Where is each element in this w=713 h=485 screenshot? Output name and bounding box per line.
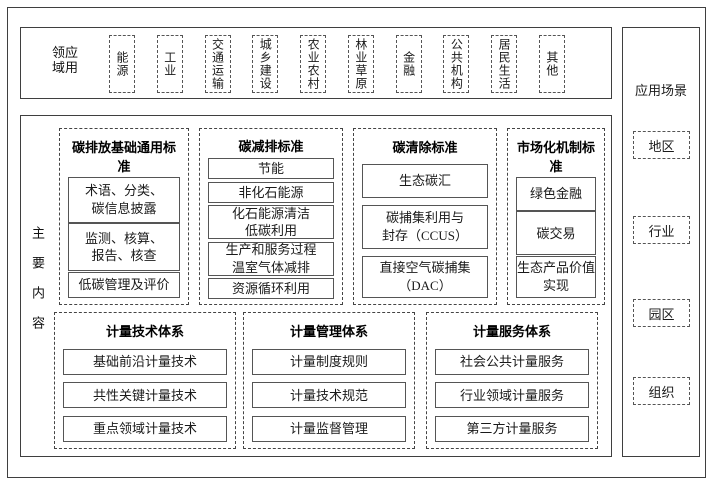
standard-item: 化石能源清洁 低碳利用	[208, 205, 334, 240]
sector-label: 公共机构	[449, 38, 464, 90]
group-title: 计量管理体系	[289, 324, 368, 339]
sector-box-energy: 能源	[109, 35, 135, 93]
standard-item: 生态产品价值 实现	[516, 255, 596, 298]
group-carbon-emission-basic-standards: 碳排放基础通用标准 术语、分类、 碳信息披露 监测、核算、 报告、核查 低碳管理…	[59, 128, 189, 305]
group-metrology-management-system: 计量管理体系 计量制度规则 计量技术规范 计量监督管理	[243, 312, 415, 449]
standard-item: 生态碳汇	[362, 164, 488, 198]
sector-box-public-institutions: 公共机构	[443, 35, 470, 93]
standard-item: 监测、核算、 报告、核查	[68, 223, 180, 272]
group-metrology-service-system: 计量服务体系 社会公共计量服务 行业领域计量服务 第三方计量服务	[426, 312, 598, 449]
group-metrology-technology-system: 计量技术体系 基础前沿计量技术 共性关键计量技术 重点领域计量技术	[54, 312, 236, 449]
scene-box-park: 园区	[633, 299, 690, 327]
group-market-mechanism-standards: 市场化机制标准 绿色金融 碳交易 生态产品价值 实现	[507, 128, 605, 305]
group-title: 碳排放基础通用标准	[71, 140, 176, 174]
application-areas-label: 应用领域	[50, 45, 78, 76]
standard-item: 直接空气碳捕集 （DAC）	[362, 256, 488, 298]
standard-item: 低碳管理及评价	[68, 271, 180, 298]
group-carbon-reduction-standards: 碳减排标准 节能 非化石能源 化石能源清洁 低碳利用 生产和服务过程 温室气体减…	[199, 128, 343, 305]
sector-row: 能源 工业 交通运输 城乡建设 农业农村 林业草原 金融 公共机构 居民生活 其…	[109, 35, 565, 93]
sector-label: 能源	[115, 51, 129, 77]
group-title: 市场化机制标准	[516, 140, 595, 174]
standard-item: 术语、分类、 碳信息披露	[68, 176, 180, 223]
sector-box-industry: 工业	[156, 35, 183, 93]
sector-label: 工业	[162, 51, 177, 77]
sector-box-urban-rural: 城乡建设	[252, 35, 279, 93]
scene-box-organization: 组织	[633, 377, 690, 405]
scene-box-industry: 行业	[633, 216, 690, 244]
system-item: 共性关键计量技术	[63, 382, 227, 409]
system-item: 计量制度规则	[252, 348, 406, 375]
system-item: 社会公共计量服务	[435, 348, 589, 375]
main-content-panel: 主要内容 碳排放基础通用标准 术语、分类、 碳信息披露 监测、核算、 报告、核查…	[20, 115, 612, 457]
group-carbon-removal-standards: 碳清除标准 生态碳汇 碳捕集利用与 封存（CCUS） 直接空气碳捕集 （DAC）	[353, 128, 497, 305]
sector-box-transport: 交通运输	[204, 35, 231, 93]
system-item: 第三方计量服务	[435, 415, 589, 442]
group-title: 碳清除标准	[392, 140, 458, 155]
scene-box-region: 地区	[633, 131, 690, 159]
standard-item: 资源循环利用	[208, 277, 334, 299]
standard-item: 非化石能源	[208, 181, 334, 203]
application-areas-panel: 应用领域 能源 工业 交通运输 城乡建设 农业农村 林业草原 金融 公共机构 居…	[20, 27, 612, 99]
sector-label: 居民生活	[497, 38, 512, 90]
sector-label: 金融	[401, 51, 416, 77]
sector-box-finance: 金融	[395, 35, 422, 93]
group-title: 计量服务体系	[472, 324, 551, 339]
system-item: 计量监督管理	[252, 415, 406, 442]
application-scenarios-panel: 应用场景 地区 行业 园区 组织	[622, 27, 700, 457]
standard-item: 碳捕集利用与 封存（CCUS）	[362, 205, 488, 249]
application-scenarios-label: 应用场景	[634, 83, 687, 98]
group-title: 计量技术体系	[105, 324, 184, 339]
sector-box-other: 其他	[538, 35, 565, 93]
sector-label: 农业农村	[306, 38, 321, 90]
system-item: 计量技术规范	[252, 382, 406, 409]
standard-item: 生产和服务过程 温室气体减排	[208, 241, 334, 276]
standard-item: 节能	[208, 158, 334, 180]
sector-box-residents: 居民生活	[491, 35, 518, 93]
sector-label: 城乡建设	[258, 38, 273, 90]
main-content-label: 主要内容	[30, 226, 45, 346]
sector-label: 林业草原	[353, 38, 368, 90]
sector-label: 其他	[544, 51, 559, 77]
outer-frame	[7, 7, 706, 478]
sector-box-agriculture: 农业农村	[300, 35, 327, 93]
sector-label: 交通运输	[210, 38, 225, 90]
group-title: 碳减排标准	[238, 139, 304, 154]
system-item: 基础前沿计量技术	[63, 348, 227, 375]
sector-box-forestry: 林业草原	[347, 35, 374, 93]
standard-item: 碳交易	[516, 211, 596, 256]
standard-item: 绿色金融	[516, 176, 596, 211]
system-item: 重点领域计量技术	[63, 415, 227, 442]
system-item: 行业领域计量服务	[435, 382, 589, 409]
